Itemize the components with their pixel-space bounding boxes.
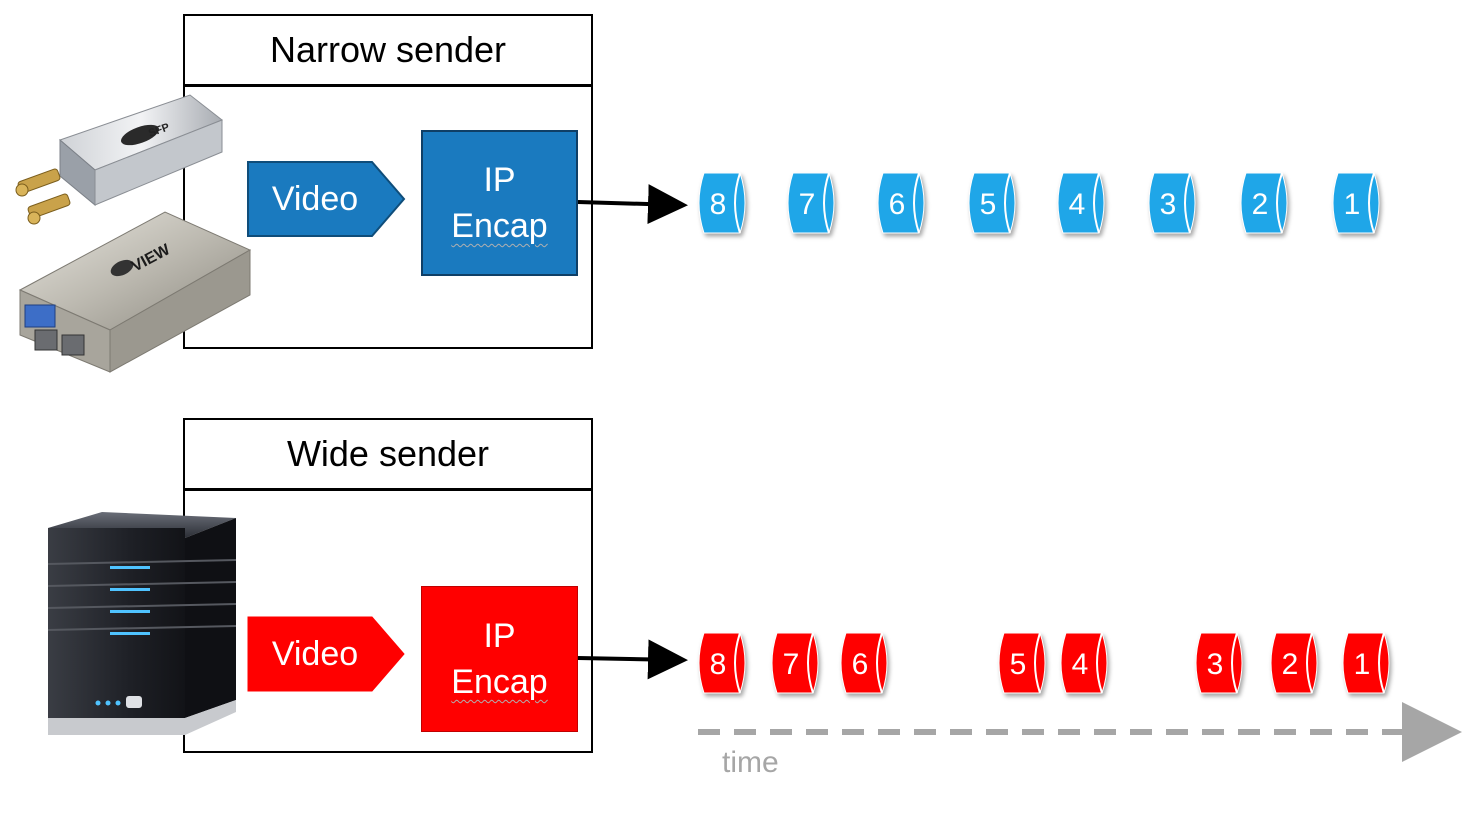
narrow-packet-label: 5	[980, 188, 997, 221]
wide-packet-6: 6	[840, 632, 888, 694]
wide-sender-title-text: Wide sender	[286, 433, 490, 474]
narrow-packet-row: 8 7 6 5 4 3 2 1	[698, 172, 1380, 234]
wide-packet-label: 6	[852, 648, 869, 681]
wide-packet-label: 8	[710, 648, 727, 681]
narrow-packet-7: 7	[787, 172, 835, 234]
wide-packet-2: 2	[1270, 632, 1318, 694]
narrow-packet-label: 8	[710, 188, 727, 221]
sfp-module-image: SFP	[15, 94, 223, 225]
wide-encap-line2: Encap	[451, 663, 548, 701]
wide-packet-label: 2	[1282, 648, 1299, 681]
narrow-output-arrow	[577, 184, 688, 225]
wide-sender-title: Wide sender	[183, 418, 593, 490]
wide-video-text: Video	[271, 634, 359, 673]
narrow-encap-line1: IP	[483, 161, 516, 199]
narrow-packet-3: 3	[1148, 172, 1196, 234]
narrow-ip-encap-box: IP Encap	[421, 130, 578, 276]
narrow-sender-title-text: Narrow sender	[269, 29, 507, 70]
narrow-encap-line2: Encap	[451, 207, 548, 245]
server-tower-image	[47, 512, 237, 735]
narrow-packet-label: 7	[799, 188, 816, 221]
wide-output-arrow	[577, 639, 688, 680]
narrow-packet-1: 1	[1332, 172, 1380, 234]
narrow-packet-label: 4	[1069, 188, 1086, 221]
narrow-packet-2: 2	[1240, 172, 1288, 234]
wide-packet-1: 1	[1342, 632, 1390, 694]
wide-packet-label: 7	[783, 648, 800, 681]
narrow-packet-6: 6	[877, 172, 925, 234]
wide-packet-3: 3	[1195, 632, 1243, 694]
wide-video-shape	[247, 616, 405, 692]
narrow-video-shape	[247, 161, 406, 237]
wide-packet-4: 4	[1060, 632, 1108, 694]
narrow-sender-title: Narrow sender	[183, 14, 593, 86]
wide-encap-line1: IP	[483, 617, 516, 655]
converter-box-image: VIEW	[18, 211, 252, 373]
wide-packet-8: 8	[698, 632, 746, 694]
wide-video-label: Video	[248, 617, 382, 691]
narrow-packet-8: 8	[698, 172, 746, 234]
wide-packet-label: 3	[1207, 648, 1224, 681]
narrow-packet-label: 1	[1344, 188, 1361, 221]
narrow-video-text: Video	[271, 179, 359, 218]
wide-ip-encap-box: IP Encap	[421, 586, 578, 732]
wide-packet-label: 1	[1354, 648, 1371, 681]
narrow-video-label: Video	[248, 162, 382, 236]
narrow-packet-label: 2	[1252, 188, 1269, 221]
narrow-packet-label: 6	[889, 188, 906, 221]
wide-packet-label: 4	[1072, 648, 1089, 681]
wide-packet-label: 5	[1010, 648, 1027, 681]
time-label: time	[722, 746, 779, 779]
narrow-packet-4: 4	[1057, 172, 1105, 234]
narrow-packet-5: 5	[968, 172, 1016, 234]
wide-packet-5: 5	[998, 632, 1046, 694]
wide-packet-row: 8 7 6 5 4 3 2 1	[698, 632, 1390, 694]
wide-packet-7: 7	[771, 632, 819, 694]
narrow-packet-label: 3	[1160, 188, 1177, 221]
